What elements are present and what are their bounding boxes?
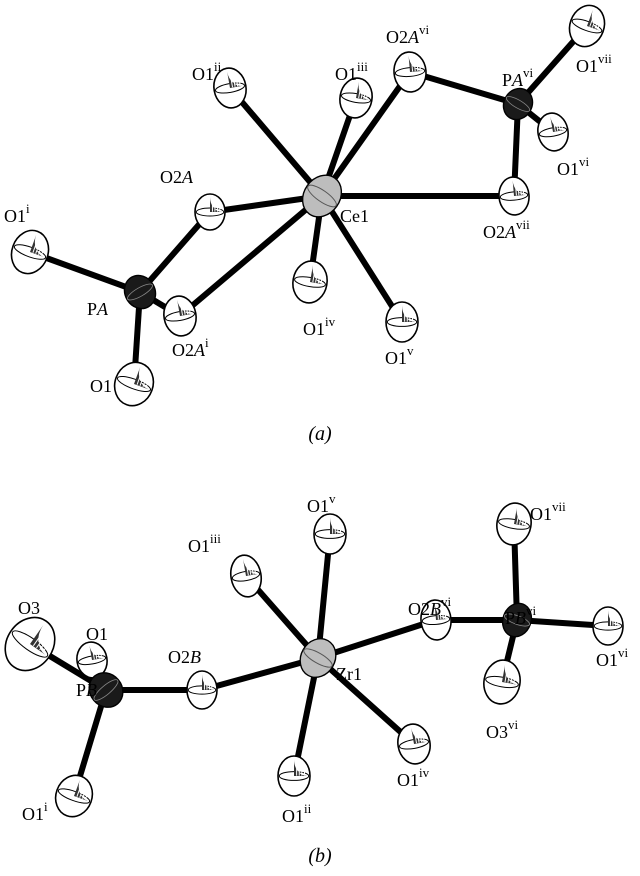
- atom-o1-vi: [592, 606, 624, 646]
- label-o1: O1: [86, 624, 108, 644]
- label-o1-v: O1v: [385, 343, 414, 368]
- label-o1-iii: O1iii: [188, 531, 221, 556]
- bond-zr1-o2b: [199, 655, 321, 693]
- atom-pb: [88, 672, 124, 708]
- atom-o1-ii: [213, 67, 247, 109]
- atom-pa-vi: [502, 87, 534, 121]
- atom-o2a: [194, 193, 226, 231]
- label-pb: PB: [76, 680, 97, 700]
- bond-ce1-o2a-vi: [319, 69, 413, 199]
- atom-o2b-vi: [420, 599, 452, 641]
- caption-b: (b): [308, 845, 332, 867]
- bond-pa-o1-i: [27, 249, 143, 295]
- atom-o1-v: [385, 301, 419, 343]
- atom-pa: [123, 274, 157, 310]
- atom-o1-vi: [537, 112, 569, 152]
- label-ce1: Ce1: [340, 206, 369, 226]
- label-o1-v: O1v: [307, 491, 336, 516]
- atom-o1-v: [313, 513, 347, 555]
- atom-o3: [4, 616, 56, 672]
- label-o1-vi: O1vi: [557, 154, 590, 179]
- label-o1-iii: O1iii: [335, 59, 368, 84]
- bond-zr1-o1-iv: [315, 655, 417, 747]
- label-o1-iv: O1iv: [303, 314, 336, 339]
- caption-a: (a): [308, 423, 332, 445]
- atom-pb-vi: [501, 602, 533, 638]
- atom-o2a-vi: [393, 51, 427, 93]
- bond-ce1-o1-v: [319, 193, 405, 325]
- label-o1-i: O1i: [22, 799, 48, 824]
- atom-o2a-vii: [498, 176, 530, 216]
- label-o2a: O2A: [160, 167, 194, 187]
- label-o1-vii: O1vii: [576, 51, 612, 76]
- atom-zr1: [299, 638, 337, 678]
- atom-o2b: [186, 670, 218, 710]
- atoms-layer: [4, 4, 624, 818]
- atom-o1-i: [10, 229, 50, 275]
- bond-zr1-o2b-vi: [315, 617, 439, 661]
- label-pa-vi: PAvi: [502, 65, 534, 90]
- bond-ce1-o2a-i: [177, 193, 325, 319]
- label-o3: O3: [18, 598, 40, 618]
- atom-o1-iii: [229, 554, 263, 598]
- label-o2b-vi: O2Bvi: [408, 594, 452, 619]
- atom-o2a-i: [163, 295, 197, 337]
- atom-o1-iii: [339, 77, 373, 119]
- atom-o3-vi: [483, 659, 521, 705]
- label-o1-ii: O1ii: [282, 801, 312, 826]
- bond-ce1-o1-ii: [227, 85, 325, 199]
- label-o2a-vi: O2Avi: [386, 22, 430, 47]
- label-o3-vi: O3vi: [486, 717, 519, 742]
- bond-pa-vi-o2a-vi: [407, 69, 521, 107]
- label-o1-ii: O1ii: [192, 59, 222, 84]
- label-pb-vi: PBvi: [505, 603, 537, 628]
- atom-o1-vii: [568, 4, 606, 48]
- label-pa: PA: [87, 299, 109, 319]
- atom-o1-iv: [397, 723, 431, 765]
- bond-pa-o2a: [137, 209, 213, 295]
- label-o2a-vii: O2Avii: [483, 217, 530, 242]
- label-o1-i: O1i: [4, 201, 30, 226]
- atom-o1-ii: [277, 755, 311, 797]
- atom-o1: [113, 361, 155, 407]
- label-o2a-i: O2Ai: [172, 335, 209, 360]
- label-o1: O1: [90, 376, 112, 396]
- atom-o1-vii: [496, 502, 532, 546]
- label-zr1: Zr1: [336, 664, 362, 684]
- label-o2b: O2B: [168, 647, 201, 667]
- label-o1-vi: O1vi: [596, 645, 629, 670]
- atom-o1-i: [54, 774, 94, 818]
- label-o1-iv: O1iv: [397, 765, 430, 790]
- atom-o1-iv: [292, 260, 328, 304]
- label-o1-vii: O1vii: [530, 499, 566, 524]
- atom-ce1: [301, 174, 343, 218]
